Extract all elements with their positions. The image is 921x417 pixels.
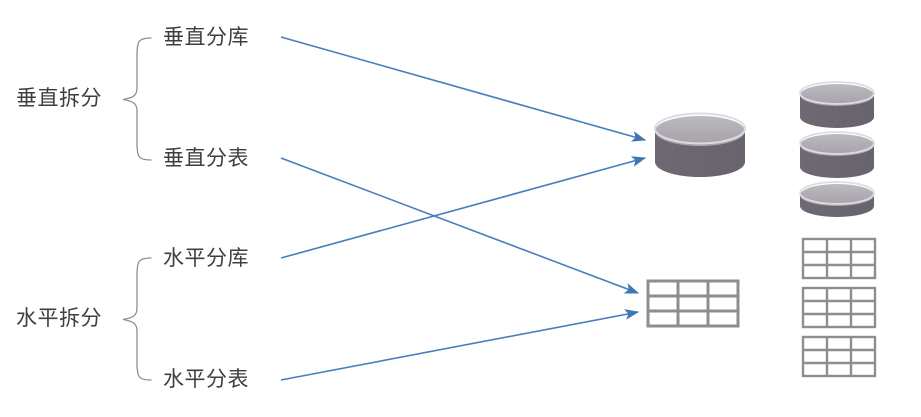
table-stack-item: [801, 335, 877, 378]
group-label-horizontal-split: 水平拆分: [16, 306, 102, 330]
database-stack-item: [799, 181, 875, 217]
leaf-label-horizontal-db-split: 水平分库: [163, 246, 249, 270]
database-stack-item: [799, 131, 875, 178]
group-label-vertical-split: 垂直拆分: [16, 86, 102, 110]
database-cylinder: [654, 112, 746, 177]
arrow-horizontal-db-to-database: [280, 156, 647, 259]
leaf-label-vertical-table-split: 垂直分表: [163, 146, 249, 170]
brace-vertical-split: [122, 37, 152, 161]
leaf-label-vertical-db-split: 垂直分库: [163, 25, 249, 49]
table-stack-item: [801, 286, 877, 329]
database-stack: [799, 81, 875, 217]
arrow-vertical-db-to-database: [280, 36, 647, 142]
table-stack-item: [801, 237, 877, 280]
leaf-label-horizontal-table-split: 水平分表: [163, 367, 249, 391]
arrow-vertical-table-to-table: [280, 157, 640, 294]
table-stack: [801, 237, 877, 378]
arrow-horizontal-table-to-table: [280, 309, 640, 381]
brace-horizontal-split: [122, 257, 152, 381]
database-stack-item: [799, 81, 875, 128]
table-grid: [646, 279, 740, 328]
